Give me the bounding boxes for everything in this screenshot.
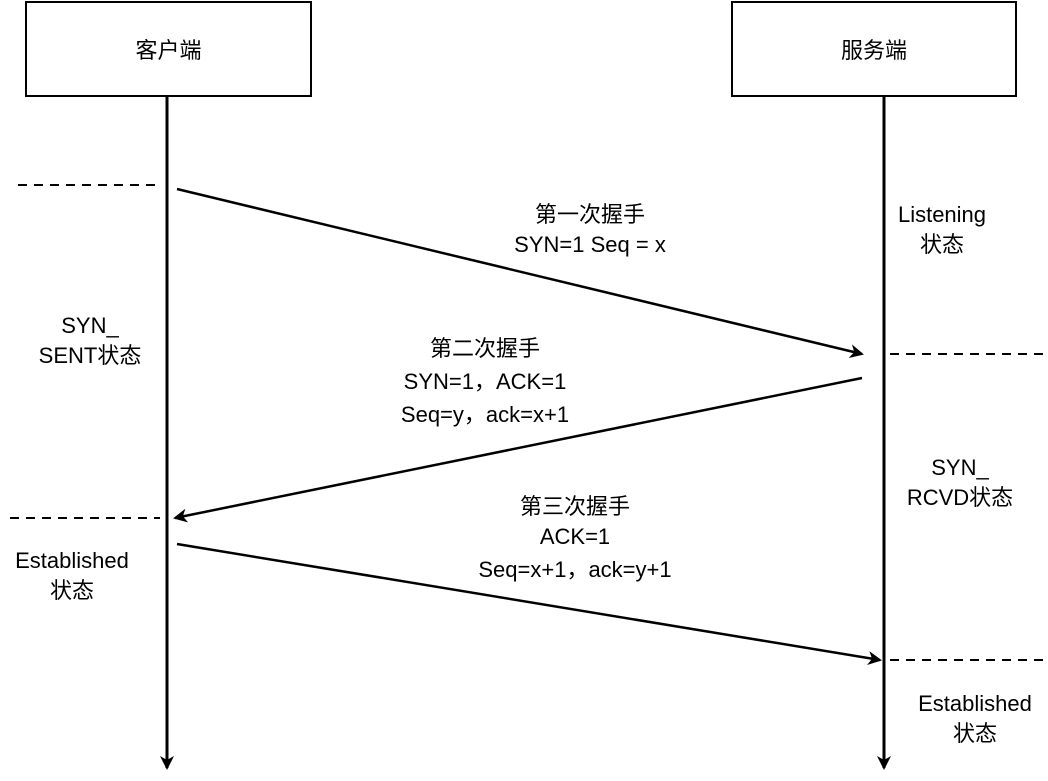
server-label: 服务端: [840, 38, 907, 63]
handshake-3-label: 第三次握手 ACK=1 Seq=x+1，ack=y+1: [455, 492, 695, 585]
state-name: SYN_: [931, 455, 989, 480]
client-established-state: Established 状态: [0, 546, 144, 606]
state-suffix: 状态: [919, 232, 964, 257]
handshake-1-arrow: [176, 187, 864, 358]
state-name: SYN_: [61, 313, 119, 338]
handshake-3-title: 第三次握手: [519, 494, 630, 519]
handshake-1-title: 第一次握手: [534, 202, 645, 227]
state-name: Established: [15, 548, 129, 573]
handshake-3-arrow: [176, 542, 882, 665]
state-name: Established: [918, 691, 1032, 716]
state-suffix: 状态: [952, 721, 997, 746]
server-listening-state: Listening 状态: [880, 200, 1004, 260]
handshake-2-numbers: Seq=y，ack=x+1: [400, 402, 570, 427]
state-name: Listening: [897, 202, 987, 227]
client-syn-sent-state: SYN_ SENT状态: [20, 311, 160, 371]
state-suffix: 状态: [49, 578, 94, 603]
handshake-1-label: 第一次握手 SYN=1 Seq = x: [470, 200, 710, 260]
client-label: 客户端: [135, 38, 202, 63]
client-box: 客户端: [25, 1, 312, 97]
handshake-2-title: 第二次握手: [429, 336, 540, 361]
handshake-2-arrow: [173, 376, 863, 523]
server-established-state: Established 状态: [902, 689, 1048, 749]
handshake-2-flags: SYN=1，ACK=1: [403, 369, 567, 394]
server-syn-rcvd-state: SYN_ RCVD状态: [890, 453, 1030, 513]
handshake-3-numbers: Seq=x+1，ack=y+1: [478, 557, 672, 582]
handshake-3-flags: ACK=1: [539, 524, 611, 549]
state-suffix: SENT状态: [38, 343, 142, 368]
state-suffix: RCVD状态: [906, 485, 1014, 510]
handshake-2-label: 第二次握手 SYN=1，ACK=1 Seq=y，ack=x+1: [365, 334, 605, 430]
handshake-1-fields: SYN=1 Seq = x: [514, 232, 666, 257]
server-box: 服务端: [731, 1, 1017, 97]
